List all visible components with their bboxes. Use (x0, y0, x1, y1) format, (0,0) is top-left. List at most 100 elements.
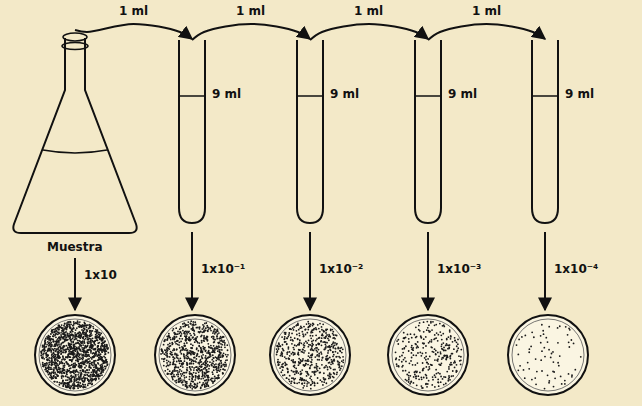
colony (78, 363, 80, 365)
colony (101, 368, 103, 370)
colony (207, 375, 209, 377)
colony (99, 338, 101, 340)
colony (220, 360, 222, 362)
colony (190, 386, 192, 388)
colony (65, 349, 67, 351)
colony (196, 355, 198, 357)
colony (77, 383, 79, 385)
colony (77, 352, 79, 354)
colony (77, 384, 79, 386)
colony (77, 356, 79, 358)
colony (178, 359, 180, 361)
colony (61, 375, 63, 377)
colony (97, 354, 99, 356)
colony (83, 387, 85, 389)
colony (80, 365, 82, 367)
colony (47, 350, 49, 352)
colony (67, 379, 69, 381)
colony (70, 388, 72, 390)
colony (97, 345, 99, 347)
colony (74, 378, 76, 380)
colony (172, 363, 174, 365)
colony (82, 356, 84, 358)
colony (90, 367, 92, 369)
colony (73, 380, 75, 382)
colony (40, 351, 42, 353)
colony (66, 386, 68, 388)
colony (85, 386, 87, 388)
colony (214, 364, 216, 366)
colony (70, 321, 72, 323)
colony (62, 385, 64, 387)
colony (74, 376, 76, 378)
colony (222, 364, 224, 366)
colony (76, 348, 78, 350)
colony (61, 324, 63, 326)
colony (64, 359, 66, 361)
colony (211, 351, 213, 353)
colony (206, 375, 208, 377)
colony (79, 375, 81, 377)
colony (167, 344, 169, 346)
colony (98, 357, 100, 359)
colony (66, 329, 68, 331)
colony (175, 370, 177, 372)
colony (65, 351, 67, 353)
colony (74, 339, 76, 341)
colony (48, 357, 50, 359)
colony (172, 370, 174, 372)
colony (67, 364, 69, 366)
colony (161, 350, 163, 352)
colony (212, 363, 214, 365)
colony (98, 378, 100, 380)
colony (97, 349, 99, 351)
colony (56, 345, 58, 347)
colony (194, 334, 196, 336)
colony (225, 354, 227, 356)
down-arrow (427, 232, 429, 310)
colony (100, 366, 102, 368)
colony (77, 381, 79, 383)
colony (80, 325, 82, 327)
colony (54, 350, 56, 352)
colony (182, 381, 184, 383)
colony (71, 381, 73, 383)
colony (51, 360, 53, 362)
colony (62, 333, 64, 335)
colony (164, 358, 166, 360)
colony (186, 370, 188, 372)
colony (191, 362, 193, 364)
colony (91, 346, 93, 348)
colony (206, 369, 208, 371)
colony (59, 361, 61, 363)
colony (89, 335, 91, 337)
colony (204, 367, 206, 369)
colony (50, 351, 52, 353)
colony (99, 373, 101, 375)
colony (57, 360, 59, 362)
colony (223, 363, 225, 365)
colony (186, 342, 188, 344)
colony (167, 368, 169, 370)
colony (53, 329, 55, 331)
colony (86, 329, 88, 331)
colony (174, 341, 176, 343)
colony (168, 333, 170, 335)
colony (70, 375, 72, 377)
colony (213, 345, 215, 347)
colony (56, 354, 58, 356)
colony (50, 373, 52, 375)
dish-rim (159, 319, 231, 391)
colony (95, 335, 97, 337)
colony (194, 357, 196, 359)
colony (86, 372, 88, 374)
colony (216, 371, 218, 373)
colony (86, 369, 88, 371)
colony (66, 386, 68, 388)
colony (166, 362, 168, 364)
colony (169, 345, 171, 347)
colony (73, 321, 75, 323)
colony (63, 337, 65, 339)
colony (193, 330, 195, 332)
colony (101, 359, 103, 361)
